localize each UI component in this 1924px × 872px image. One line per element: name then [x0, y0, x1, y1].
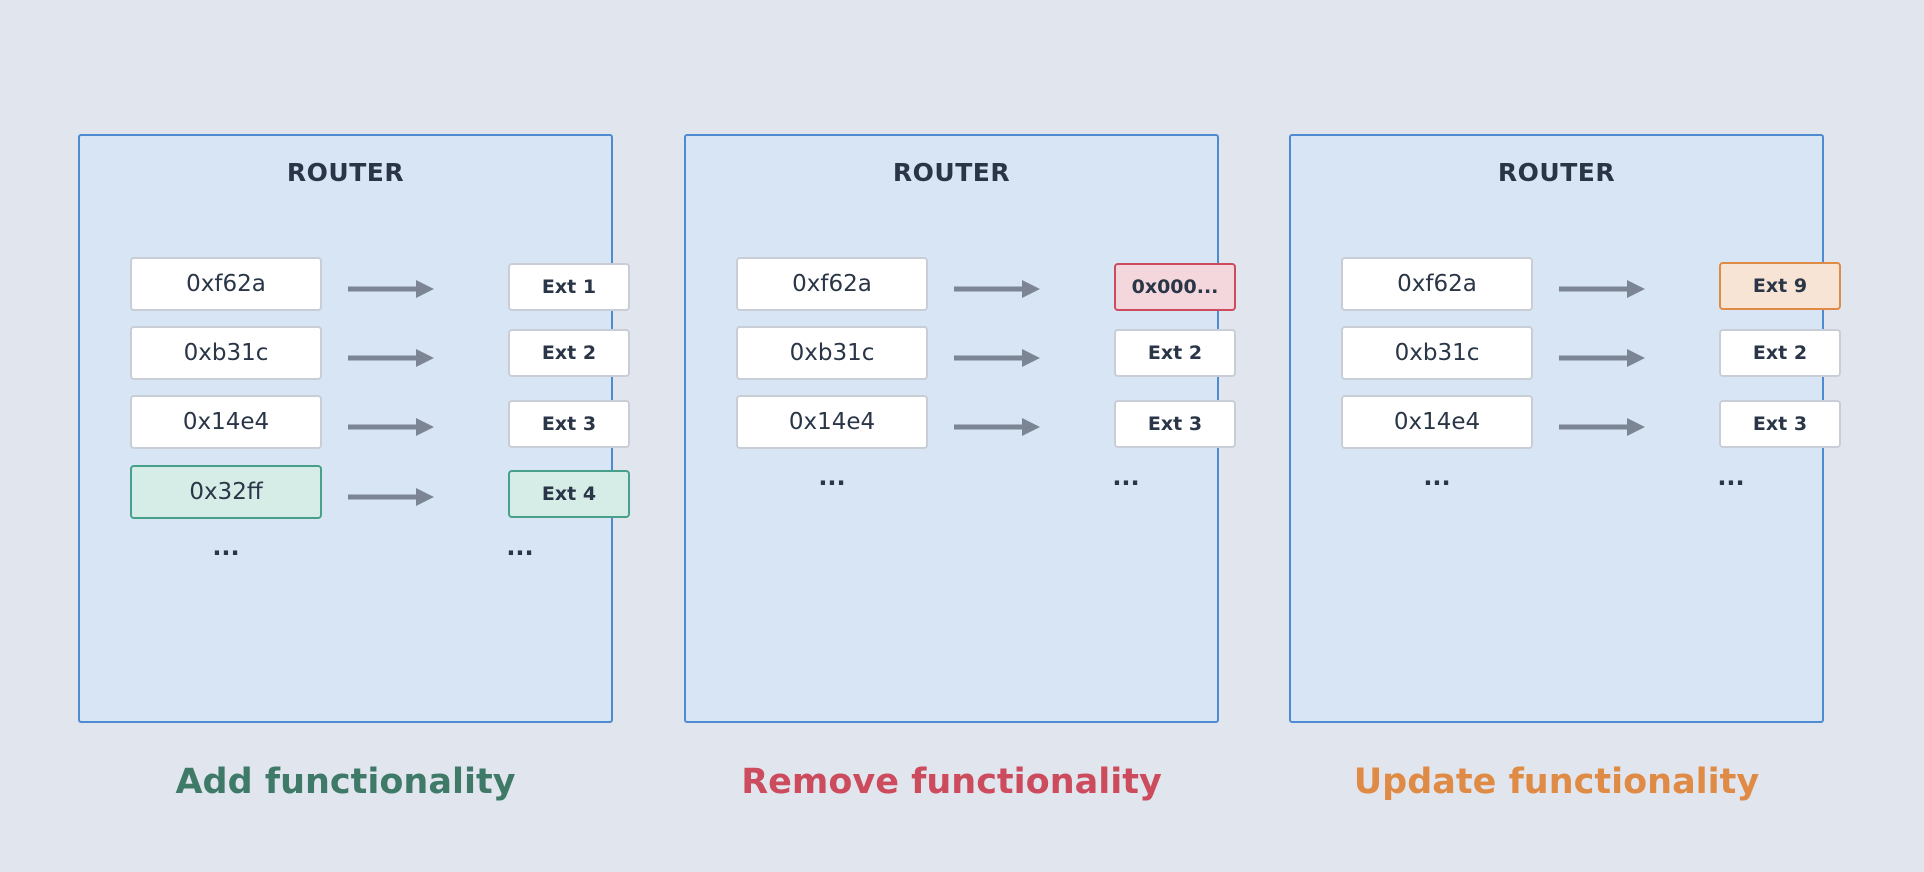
selector-box: 0xf62a	[1341, 257, 1533, 311]
extension-box: Ext 2	[1719, 329, 1841, 377]
selector-box: 0xf62a	[130, 257, 322, 311]
router-title: ROUTER	[1497, 158, 1616, 187]
extension-box: Ext 3	[508, 400, 630, 448]
route-row: 0x14e4 Ext 3	[130, 395, 630, 449]
caption-add: Add functionality	[175, 762, 516, 802]
router-panel-add: ROUTER 0xf62a Ext 1 0xb31c Ext 2 0x14e4 …	[78, 134, 630, 723]
route-row-removed: 0xf62a 0x000...	[736, 257, 1236, 311]
extension-box: Ext 2	[1114, 329, 1236, 377]
caption-remove: Remove functionality	[741, 762, 1162, 802]
extension-box: Ext 2	[508, 329, 630, 377]
arrow-right-icon	[348, 488, 434, 506]
selector-box: 0xf62a	[736, 257, 928, 311]
route-row: 0x14e4 Ext 3	[736, 395, 1236, 449]
selector-box: 0x14e4	[1341, 395, 1533, 449]
router-title: ROUTER	[286, 158, 405, 187]
selector-box: 0xb31c	[130, 326, 322, 380]
arrow-right-icon	[954, 349, 1040, 367]
selector-box: 0x14e4	[736, 395, 928, 449]
router-panel-update: ROUTER 0xf62a Ext 9 0xb31c Ext 2 0x14e4 …	[1289, 134, 1841, 723]
extension-box-removed: 0x000...	[1114, 263, 1236, 311]
router-title: ROUTER	[892, 158, 1011, 187]
selector-ellipsis: ...	[212, 533, 240, 561]
extension-box-added: Ext 4	[508, 470, 630, 518]
arrow-right-icon	[348, 349, 434, 367]
selector-box: 0xb31c	[736, 326, 928, 380]
route-row-added: 0x32ff Ext 4	[130, 465, 630, 519]
selector-box-added: 0x32ff	[130, 465, 322, 519]
arrow-right-icon	[1559, 349, 1645, 367]
arrow-right-icon	[1559, 280, 1645, 298]
route-row: 0xb31c Ext 2	[130, 326, 630, 380]
route-row: 0xb31c Ext 2	[1341, 326, 1841, 380]
selector-ellipsis: ...	[818, 463, 846, 491]
extension-ellipsis: ...	[506, 533, 534, 561]
selector-ellipsis: ...	[1423, 463, 1451, 491]
route-row-updated: 0xf62a Ext 9	[1341, 257, 1841, 311]
extension-box: Ext 1	[508, 263, 630, 311]
extension-box: Ext 3	[1114, 400, 1236, 448]
selector-box: 0xb31c	[1341, 326, 1533, 380]
extension-box-updated: Ext 9	[1719, 262, 1841, 310]
caption-update: Update functionality	[1353, 762, 1760, 802]
route-row: 0xb31c Ext 2	[736, 326, 1236, 380]
extension-ellipsis: ...	[1112, 463, 1140, 491]
router-panel-remove: ROUTER 0xf62a 0x000... 0xb31c Ext 2 0x14…	[684, 134, 1236, 723]
selector-box: 0x14e4	[130, 395, 322, 449]
arrow-right-icon	[954, 280, 1040, 298]
arrow-right-icon	[348, 280, 434, 298]
arrow-right-icon	[348, 418, 434, 436]
arrow-right-icon	[1559, 418, 1645, 436]
extension-box: Ext 3	[1719, 400, 1841, 448]
route-row: 0x14e4 Ext 3	[1341, 395, 1841, 449]
extension-ellipsis: ...	[1717, 463, 1745, 491]
route-row: 0xf62a Ext 1	[130, 257, 630, 311]
arrow-right-icon	[954, 418, 1040, 436]
